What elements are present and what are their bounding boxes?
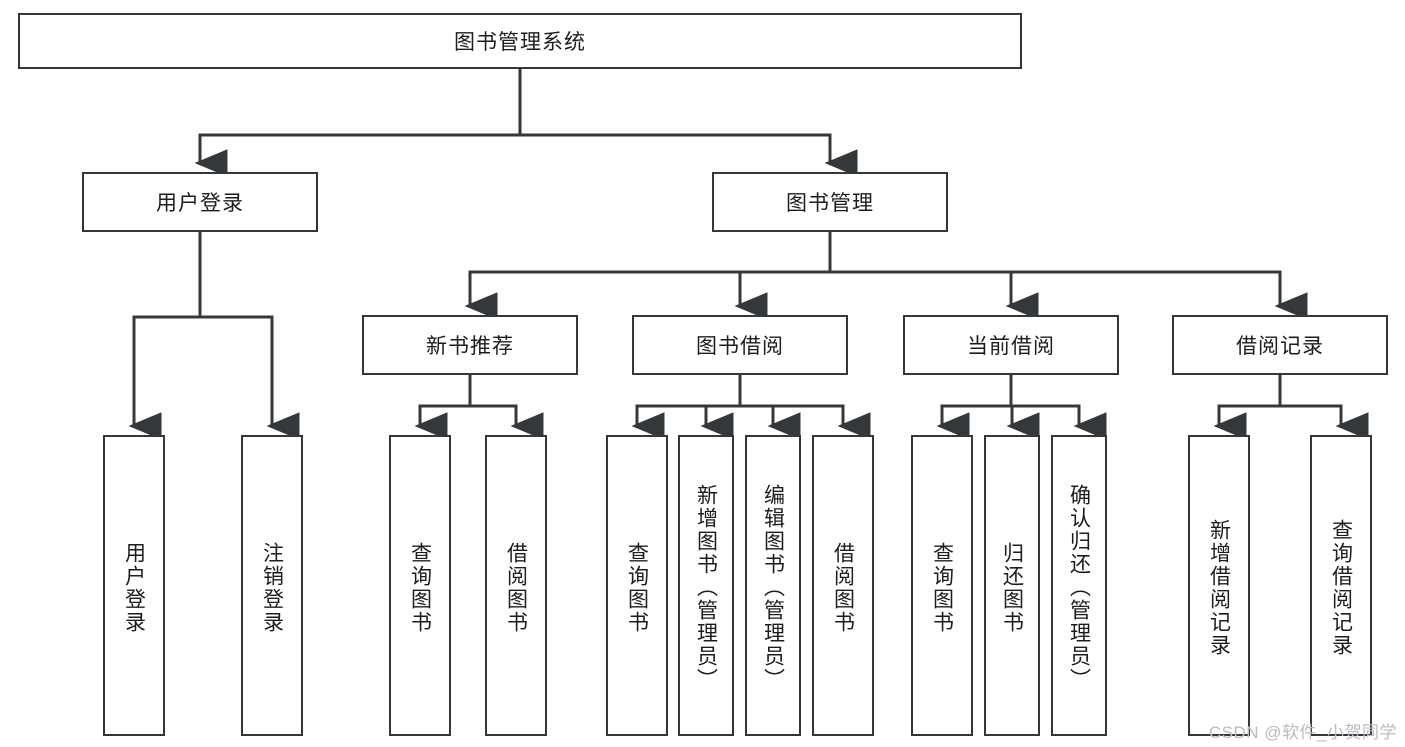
node-user-login[interactable]: 用户登录 xyxy=(82,172,318,232)
csdn-watermark: CSDN @软件_小贺同学 xyxy=(1208,723,1397,742)
node-leaf-edit-book-label: 编辑图书（管理员） xyxy=(761,484,785,691)
node-new-book-rec-label: 新书推荐 xyxy=(426,335,514,358)
node-leaf-add-record[interactable]: 新增借阅记录 xyxy=(1188,435,1250,736)
node-book-borrow-label: 图书借阅 xyxy=(696,335,784,358)
node-leaf-return-book[interactable]: 归还图书 xyxy=(984,435,1040,736)
node-leaf-borrow-book-label: 借阅图书 xyxy=(831,541,855,634)
node-root-label: 图书管理系统 xyxy=(454,31,586,54)
node-leaf-return-book-label: 归还图书 xyxy=(1000,541,1024,634)
node-root[interactable]: 图书管理系统 xyxy=(18,13,1022,69)
node-leaf-query-book-cur-label: 查询图书 xyxy=(930,541,954,634)
node-book-borrow[interactable]: 图书借阅 xyxy=(632,315,848,375)
node-leaf-user-login[interactable]: 用户登录 xyxy=(103,435,165,736)
node-leaf-edit-book[interactable]: 编辑图书（管理员） xyxy=(745,435,801,736)
node-leaf-user-login-label: 用户登录 xyxy=(122,541,146,634)
node-current-borrow-label: 当前借阅 xyxy=(967,335,1055,358)
node-leaf-add-book-label: 新增图书（管理员） xyxy=(694,484,718,691)
node-leaf-borrow-book-rec[interactable]: 借阅图书 xyxy=(485,435,547,736)
node-leaf-query-book-borrow-label: 查询图书 xyxy=(625,541,649,634)
node-leaf-user-logout[interactable]: 注销登录 xyxy=(241,435,303,736)
node-leaf-add-book[interactable]: 新增图书（管理员） xyxy=(678,435,734,736)
node-book-manage-label: 图书管理 xyxy=(786,192,874,215)
node-leaf-add-record-label: 新增借阅记录 xyxy=(1207,518,1231,657)
node-leaf-query-record[interactable]: 查询借阅记录 xyxy=(1310,435,1372,736)
node-borrow-record[interactable]: 借阅记录 xyxy=(1172,315,1388,375)
node-book-manage[interactable]: 图书管理 xyxy=(712,172,948,232)
node-leaf-query-book-borrow[interactable]: 查询图书 xyxy=(606,435,668,736)
node-new-book-rec[interactable]: 新书推荐 xyxy=(362,315,578,375)
node-leaf-query-record-label: 查询借阅记录 xyxy=(1329,518,1353,657)
node-leaf-query-book-rec[interactable]: 查询图书 xyxy=(389,435,451,736)
node-leaf-query-book-rec-label: 查询图书 xyxy=(408,541,432,634)
node-leaf-borrow-book-rec-label: 借阅图书 xyxy=(504,541,528,634)
node-leaf-borrow-book[interactable]: 借阅图书 xyxy=(812,435,874,736)
node-current-borrow[interactable]: 当前借阅 xyxy=(903,315,1119,375)
node-leaf-query-book-cur[interactable]: 查询图书 xyxy=(911,435,973,736)
node-leaf-user-logout-label: 注销登录 xyxy=(260,541,284,634)
node-leaf-confirm-return[interactable]: 确认归还（管理员） xyxy=(1051,435,1107,736)
node-user-login-label: 用户登录 xyxy=(156,192,244,215)
node-leaf-confirm-return-label: 确认归还（管理员） xyxy=(1067,484,1091,691)
node-borrow-record-label: 借阅记录 xyxy=(1236,335,1324,358)
